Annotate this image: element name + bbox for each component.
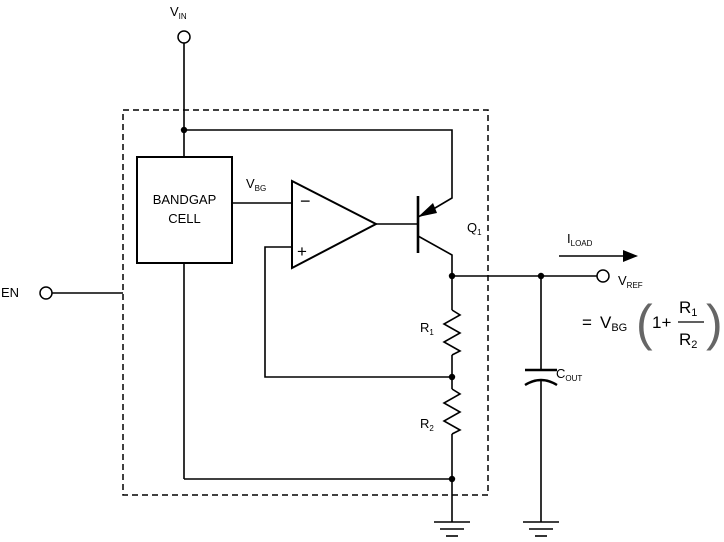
cout-label: COUT bbox=[556, 366, 582, 383]
r2-label: R2 bbox=[420, 416, 434, 433]
iload-arrow-icon bbox=[623, 250, 638, 262]
bandgap-cell bbox=[136, 156, 233, 264]
r1-label: R1 bbox=[420, 320, 434, 337]
ic-boundary bbox=[122, 109, 489, 496]
ground-icon bbox=[434, 521, 470, 537]
opamp-plus-sign: + bbox=[297, 242, 307, 261]
equation-one-plus: 1+ bbox=[652, 313, 671, 332]
bandgap-label-1: BANDGAP bbox=[153, 192, 217, 207]
error-amplifier bbox=[291, 179, 379, 270]
vin-label: VIN bbox=[170, 4, 187, 21]
r1-resistor bbox=[442, 309, 462, 356]
feedback-wire bbox=[264, 246, 452, 378]
en-label: EN bbox=[1, 285, 19, 300]
vref-equation: = VBG ( 1+ R1 R2 ) bbox=[582, 295, 723, 351]
bandgap-label-2: CELL bbox=[168, 211, 201, 226]
vin-terminal bbox=[177, 30, 191, 44]
vref-label: VREF bbox=[618, 273, 643, 290]
equation-numerator: R1 bbox=[679, 298, 697, 319]
vref-terminal bbox=[596, 269, 610, 283]
equation-paren-right: ) bbox=[706, 295, 723, 351]
q1-collector bbox=[417, 235, 453, 276]
equation-equals: = bbox=[582, 313, 592, 332]
en-terminal bbox=[39, 286, 53, 300]
q1-label: Q1 bbox=[467, 220, 482, 237]
ground-junction bbox=[448, 475, 456, 483]
vbg-label: VBG bbox=[246, 176, 266, 193]
q1-emitter-arrow-icon bbox=[418, 203, 437, 217]
r2-resistor bbox=[442, 388, 462, 435]
vin-to-emitter-wire bbox=[184, 129, 453, 212]
equation-denominator: R2 bbox=[679, 330, 697, 351]
iload-label: ILOAD bbox=[567, 231, 593, 248]
opamp-minus-sign: − bbox=[300, 191, 311, 211]
equation-vbg: VBG bbox=[600, 313, 627, 334]
equation-paren-left: ( bbox=[636, 295, 653, 351]
ground-icon bbox=[523, 521, 559, 537]
